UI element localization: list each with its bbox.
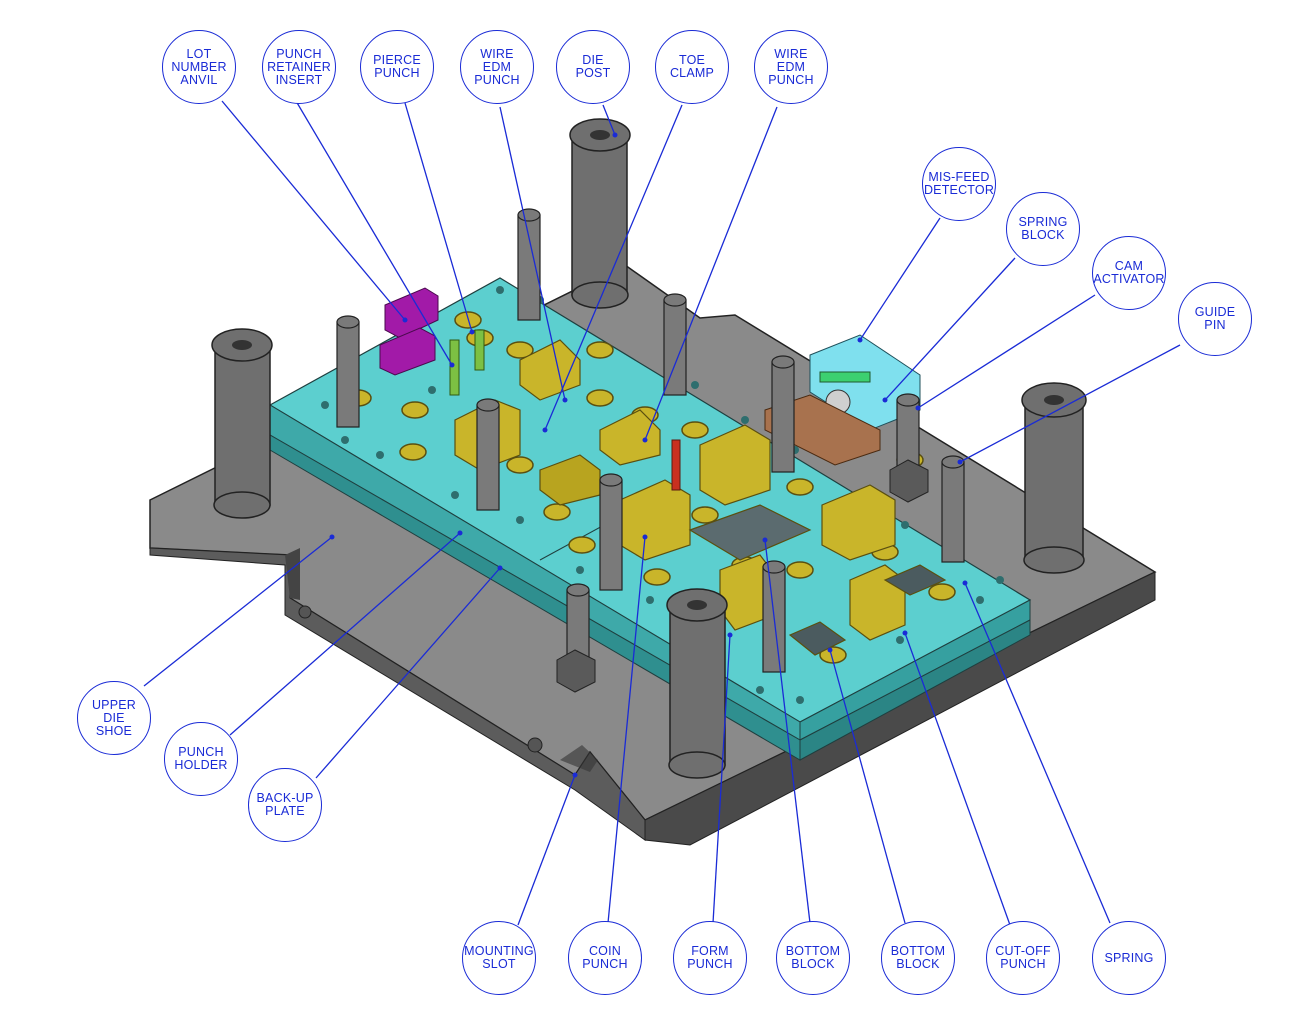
callout-pierce-punch: PIERCE PUNCH <box>360 30 434 104</box>
pierce-punches <box>449 329 485 396</box>
spring-rings <box>344 311 956 664</box>
callout-bottom-block-2: BOTTOM BLOCK <box>881 921 955 995</box>
callout-label: CAM ACTIVATOR <box>1093 259 1165 286</box>
callout-label: CUT-OFF PUNCH <box>995 944 1051 971</box>
callout-form-punch: FORM PUNCH <box>673 921 747 995</box>
callout-bottom-block: BOTTOM BLOCK <box>776 921 850 995</box>
callout-mounting-slot: MOUNTING SLOT <box>462 921 536 995</box>
callout-label: FORM PUNCH <box>687 944 733 971</box>
callout-label: PUNCH HOLDER <box>174 745 228 772</box>
guide-pins <box>336 208 965 673</box>
callout-label: BOTTOM BLOCK <box>785 944 841 971</box>
callout-guide-pin: GUIDE PIN <box>1178 282 1252 356</box>
callout-die-post: DIE POST <box>556 30 630 104</box>
callout-upper-die-shoe: UPPER DIE SHOE <box>77 681 151 755</box>
callout-label: PUNCH RETAINER INSERT <box>267 46 331 87</box>
callout-label: MOUNTING SLOT <box>464 944 534 971</box>
leader-arrowheads <box>329 132 968 778</box>
callout-cut-off-punch: CUT-OFF PUNCH <box>986 921 1060 995</box>
callout-label: BACK-UP PLATE <box>256 791 314 818</box>
callout-label: COIN PUNCH <box>582 944 628 971</box>
callout-coin-punch: COIN PUNCH <box>568 921 642 995</box>
callout-label: GUIDE PIN <box>1194 305 1236 332</box>
lot-number-anvil-part <box>379 287 439 376</box>
callout-label: SPRING BLOCK <box>1018 215 1068 242</box>
callout-label: WIRE EDM PUNCH <box>474 46 520 87</box>
callout-label: LOT NUMBER ANVIL <box>171 46 227 87</box>
die-post-bores <box>232 130 1064 610</box>
tooling-blocks <box>454 339 947 656</box>
callout-wire-edm-punch-2: WIRE EDM PUNCH <box>754 30 828 104</box>
callout-label: UPPER DIE SHOE <box>91 697 137 738</box>
callout-label: PIERCE PUNCH <box>373 53 421 80</box>
callout-label: TOE CLAMP <box>669 53 715 80</box>
callout-wire-edm-punch: WIRE EDM PUNCH <box>460 30 534 104</box>
callout-mis-feed-detector: MIS-FEED DETECTOR <box>922 147 996 221</box>
callout-label: BOTTOM BLOCK <box>890 944 946 971</box>
callout-punch-retainer-insert: PUNCH RETAINER INSERT <box>262 30 336 104</box>
red-pin <box>671 439 681 491</box>
callout-toe-clamp: TOE CLAMP <box>655 30 729 104</box>
callout-label: SPRING <box>1104 950 1154 965</box>
callout-lot-number-anvil: LOT NUMBER ANVIL <box>162 30 236 104</box>
callout-spring: SPRING <box>1092 921 1166 995</box>
leader-lines <box>143 100 1181 926</box>
mis-feed-detector-part <box>764 334 921 466</box>
callout-label: MIS-FEED DETECTOR <box>923 170 995 197</box>
callout-cam-activator: CAM ACTIVATOR <box>1092 236 1166 310</box>
callout-punch-holder: PUNCH HOLDER <box>164 722 238 796</box>
nuts <box>556 459 929 693</box>
callout-spring-block: SPRING BLOCK <box>1006 192 1080 266</box>
callout-label: DIE POST <box>575 53 611 80</box>
callout-back-up-plate: BACK-UP PLATE <box>248 768 322 842</box>
callout-label: WIRE EDM PUNCH <box>768 46 814 87</box>
